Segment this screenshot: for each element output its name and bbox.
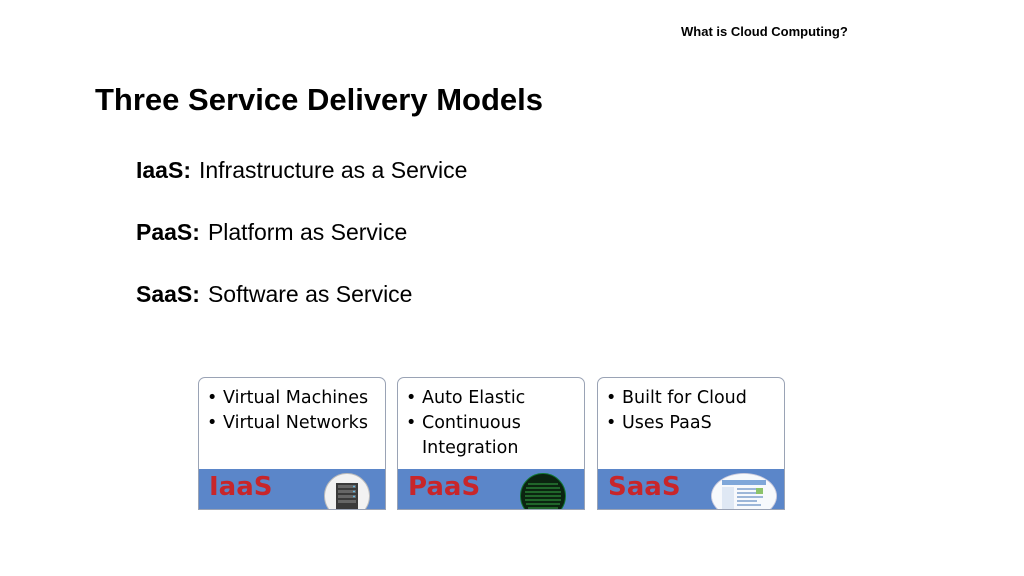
card-bullet-list: Built for Cloud Uses PaaS (598, 378, 784, 436)
model-saas: SaaS: Software as Service (136, 281, 412, 308)
model-abbr: IaaS: (136, 157, 191, 183)
model-description: Platform as Service (207, 219, 408, 245)
card-bullet: Auto Elastic (404, 386, 576, 411)
slide-title: Three Service Delivery Models (95, 82, 544, 117)
model-iaas: IaaS: Infrastructure as a Service (136, 157, 467, 184)
model-description: Software as Service (207, 281, 413, 307)
card-iaas: Virtual Machines Virtual Networks IaaS (198, 377, 386, 510)
card-label: PaaS (408, 472, 481, 502)
card-bullet-list: Virtual Machines Virtual Networks (199, 378, 385, 436)
card-bullet: Built for Cloud (604, 386, 776, 411)
web-app-screenshot-icon (711, 473, 777, 509)
card-label: IaaS (209, 472, 273, 502)
card-label: SaaS (608, 472, 681, 502)
card-bullet: Continuous Integration (404, 411, 576, 461)
card-bullet-list: Auto Elastic Continuous Integration (398, 378, 584, 461)
code-matrix-icon (520, 473, 566, 509)
card-paas: Auto Elastic Continuous Integration PaaS (397, 377, 585, 510)
card-bullet: Uses PaaS (604, 411, 776, 436)
model-abbr: SaaS: (136, 281, 200, 307)
slide-header: What is Cloud Computing? (681, 24, 848, 39)
card-bullet: Virtual Networks (205, 411, 377, 436)
model-paas: PaaS: Platform as Service (136, 219, 407, 246)
model-description: Infrastructure as a Service (198, 157, 468, 183)
card-saas: Built for Cloud Uses PaaS SaaS (597, 377, 785, 510)
server-rack-icon (324, 473, 370, 509)
model-abbr: PaaS: (136, 219, 200, 245)
card-bullet: Virtual Machines (205, 386, 377, 411)
